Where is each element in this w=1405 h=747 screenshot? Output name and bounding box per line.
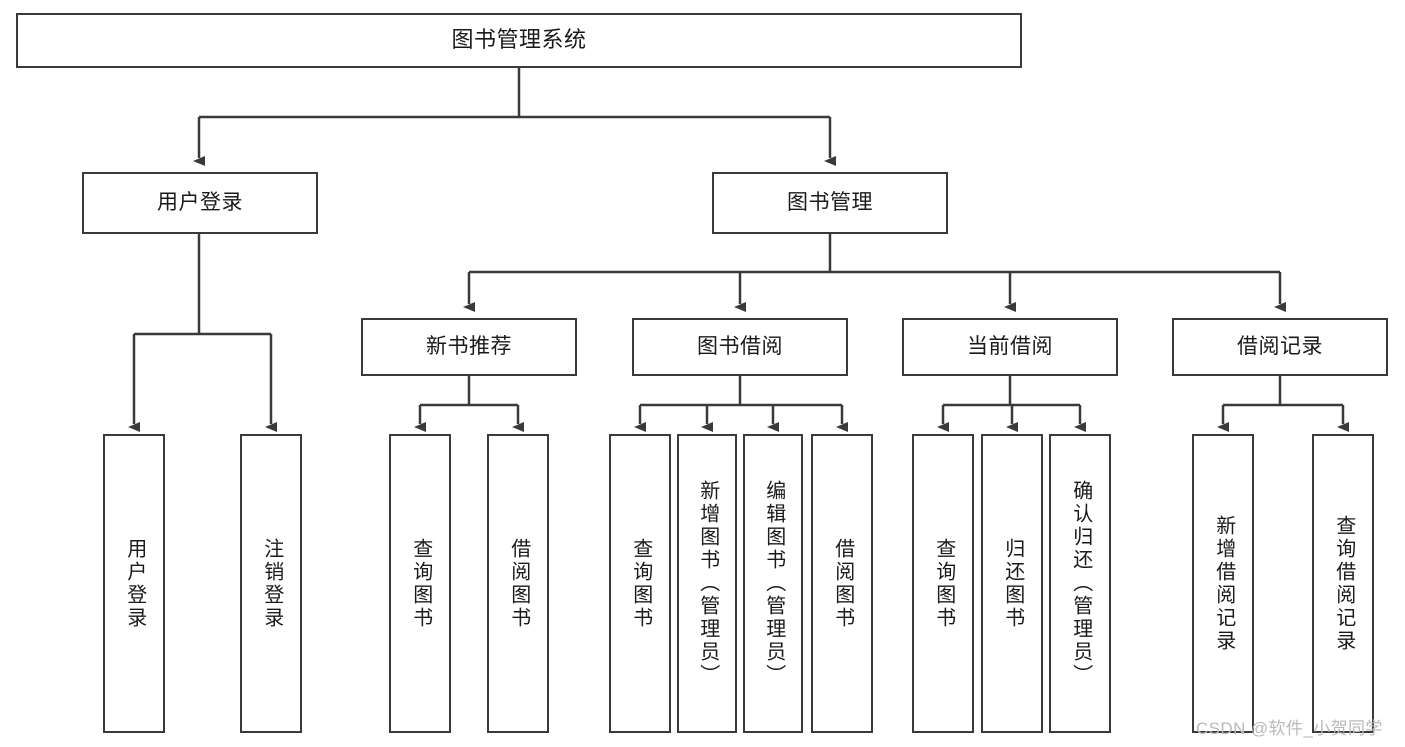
node-leaf-add-borrow-record[interactable]: 新增借阅记录 [1192,434,1254,733]
node-label: 新书推荐 [426,335,512,359]
node-borrow-record[interactable]: 借阅记录 [1172,318,1388,376]
node-label: 归还图书 [1001,537,1024,630]
node-user-login[interactable]: 用户登录 [82,172,318,234]
node-leaf-borrow-book[interactable]: 借阅图书 [811,434,873,733]
node-label: 借阅图书 [831,537,854,630]
node-label: 借阅记录 [1237,335,1323,359]
node-label: 查询图书 [932,537,955,630]
node-label: 查询图书 [629,537,652,630]
node-leaf-add-book-admin[interactable]: 新增图书（管理员） [677,434,737,733]
csdn-watermark: CSDN @软件_小贺同学 [1196,719,1383,738]
node-current-borrow[interactable]: 当前借阅 [902,318,1118,376]
node-label: 图书管理系统 [451,27,587,53]
node-leaf-borrow-book-recommend[interactable]: 借阅图书 [487,434,549,733]
node-label: 用户登录 [123,537,146,630]
node-label: 新增图书（管理员） [696,480,719,687]
node-leaf-return-book[interactable]: 归还图书 [981,434,1043,733]
node-label: 用户登录 [157,191,243,215]
node-leaf-confirm-return-admin[interactable]: 确认归还（管理员） [1049,434,1111,733]
node-book-borrow[interactable]: 图书借阅 [632,318,848,376]
node-leaf-query-book-recommend[interactable]: 查询图书 [389,434,451,733]
node-label: 图书借阅 [697,335,783,359]
node-label: 查询图书 [409,537,432,630]
node-leaf-query-book-current[interactable]: 查询图书 [912,434,974,733]
node-leaf-user-login[interactable]: 用户登录 [103,434,165,733]
node-label: 确认归还（管理员） [1069,480,1092,687]
node-label: 图书管理 [787,191,873,215]
node-label: 查询借阅记录 [1332,514,1355,653]
node-new-book-recommend[interactable]: 新书推荐 [361,318,577,376]
node-leaf-logout[interactable]: 注销登录 [240,434,302,733]
node-leaf-edit-book-admin[interactable]: 编辑图书（管理员） [743,434,803,733]
node-label: 当前借阅 [967,335,1053,359]
node-book-management[interactable]: 图书管理 [712,172,948,234]
node-label: 新增借阅记录 [1212,514,1235,653]
node-root-system[interactable]: 图书管理系统 [16,13,1022,68]
node-label: 编辑图书（管理员） [762,480,785,687]
node-leaf-query-borrow-record[interactable]: 查询借阅记录 [1312,434,1374,733]
node-label: 借阅图书 [507,537,530,630]
node-label: 注销登录 [260,537,283,630]
node-leaf-query-book-borrow[interactable]: 查询图书 [609,434,671,733]
